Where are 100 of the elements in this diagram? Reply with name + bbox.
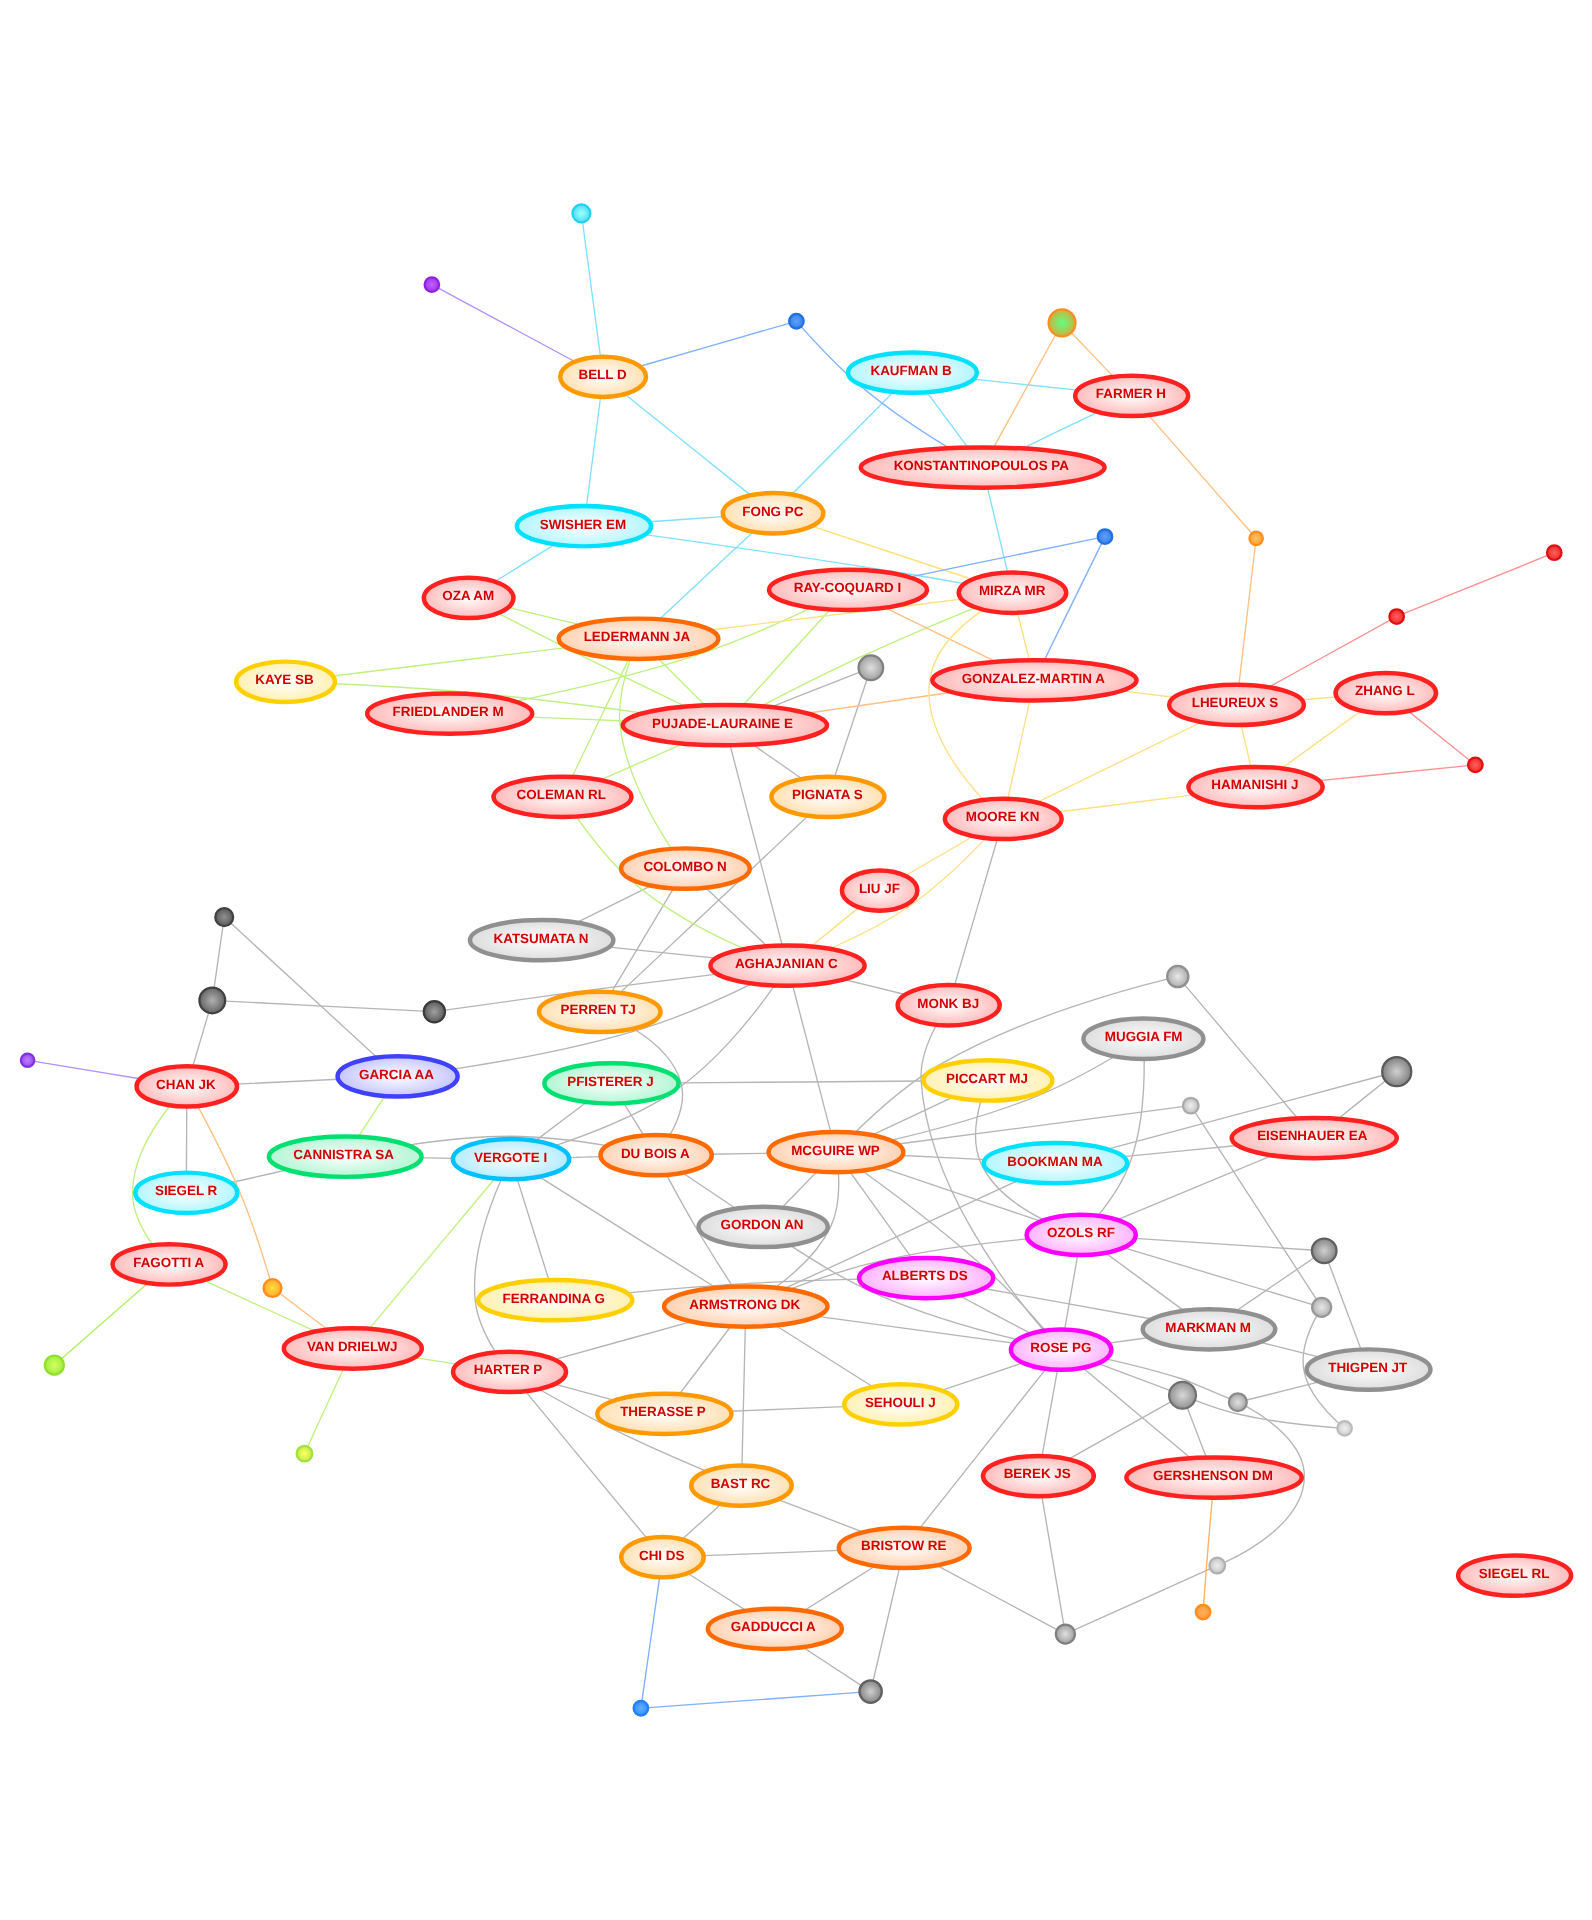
connector [497,612,687,708]
connector [741,1326,746,1467]
connector [1022,411,1099,449]
node-circle [198,986,227,1015]
connector [791,391,894,495]
connector [792,985,832,1133]
connector [810,906,860,947]
connector [576,885,652,924]
connector [530,716,626,722]
connector [1186,1407,1207,1458]
connector [1007,699,1031,800]
connector [538,1388,707,1472]
connector [1302,1314,1340,1425]
connector [811,525,973,580]
connector [1194,1399,1338,1429]
connector [60,1282,149,1360]
node-circle [214,907,235,928]
connector [494,543,556,583]
connector [849,1171,913,1259]
node-circle [295,1444,314,1463]
connector [623,1102,645,1136]
connector [585,396,602,507]
connector [1194,1111,1317,1300]
connector [203,1279,317,1333]
connector [919,1368,1047,1529]
connector [682,1172,737,1210]
connector [279,1292,329,1331]
node-circle [19,1052,36,1069]
connector [986,487,1009,574]
connector [1235,1257,1315,1312]
connector [777,1498,864,1533]
connector [1327,1261,1362,1351]
connector [1259,1341,1321,1358]
connector [742,608,831,706]
connector [1301,696,1337,701]
connector [33,1060,141,1080]
connector [1223,1405,1306,1564]
node-circle [1227,1392,1248,1413]
connector [711,1152,770,1155]
connector [803,1565,876,1612]
connector [659,531,754,620]
connector [775,1324,874,1388]
connector [1016,612,1031,661]
connector [515,607,812,702]
connector [1318,765,1469,782]
connector [626,1278,860,1294]
node-circle [1545,544,1563,562]
connector [644,533,965,585]
connector [1064,1254,1079,1330]
node-circle [1194,1603,1212,1621]
connector [920,1024,1045,1332]
connector [686,1572,747,1612]
connector [1120,690,1175,698]
node-circle [43,1354,65,1376]
node-circle [1381,1056,1413,1088]
node-circle [1047,308,1077,338]
connector [421,1157,454,1159]
node-circle [788,312,805,330]
connector [677,1080,925,1084]
connector [872,1567,901,1682]
connector [473,1178,502,1354]
connector [1202,1497,1213,1606]
connector [1036,721,1202,804]
connector [639,322,790,367]
connector [1082,1367,1192,1459]
connector [843,978,906,996]
connector [236,1078,339,1085]
connector [1246,1381,1320,1401]
connector [524,1390,648,1540]
connector [332,646,567,677]
connector [648,516,725,523]
connector [1238,544,1256,686]
node-circle [1336,1419,1353,1437]
node-circle [262,1277,283,1299]
connector [444,973,718,1011]
node-circle [1466,756,1484,774]
connector [678,1325,732,1395]
connector [307,1367,345,1448]
node-circle [1168,1380,1198,1410]
connector [1041,1495,1065,1626]
connector [1105,1252,1185,1312]
connector [880,1166,1042,1222]
connector [368,1178,496,1330]
node-circle [1311,1296,1333,1318]
connector [1070,332,1114,378]
connector [632,1028,684,1137]
node-circle [1096,528,1114,545]
connector [829,837,987,950]
connector [902,1154,986,1161]
connector [1057,794,1195,813]
connector [703,1549,840,1557]
connector [993,334,1057,448]
connector [185,1106,188,1173]
connector [705,887,768,947]
connector [657,657,706,706]
connector [131,1105,171,1246]
connector [647,1691,860,1709]
node-circle [1388,608,1406,625]
connector [1268,619,1391,688]
connector [681,1503,722,1540]
